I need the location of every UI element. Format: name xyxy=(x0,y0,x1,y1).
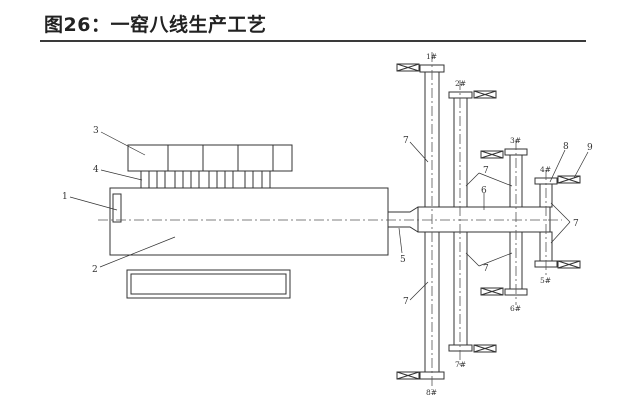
label-5: 5 xyxy=(400,255,406,265)
label-2: 2 xyxy=(92,265,98,275)
label-9: 9 xyxy=(587,143,593,153)
label-7-upper-left: 7 xyxy=(403,136,409,146)
line-tag-4: 4# xyxy=(540,165,551,174)
label-3: 3 xyxy=(93,126,99,136)
line-tag-6: 6# xyxy=(510,304,521,313)
feeder-group xyxy=(140,170,271,189)
line-tag-1: 1# xyxy=(426,52,437,61)
kiln-body xyxy=(109,187,389,256)
label-8: 8 xyxy=(563,142,569,152)
kiln-neck-lower xyxy=(388,226,419,233)
forehearth-2 xyxy=(453,97,468,208)
label-7-right: 7 xyxy=(573,219,579,229)
label-7-lower-mid: 7 xyxy=(483,264,489,274)
line-tag-7: 7# xyxy=(455,360,466,369)
label-4: 4 xyxy=(93,165,99,175)
kiln-end-cap xyxy=(112,193,122,223)
label-1: 1 xyxy=(62,192,68,202)
forehearth-7 xyxy=(453,231,468,346)
label-7-lower-left: 7 xyxy=(403,297,409,307)
label-7-upper-mid: 7 xyxy=(483,166,489,176)
line-tag-8: 8# xyxy=(426,388,437,397)
kiln-neck xyxy=(388,206,419,213)
line-tag-3: 3# xyxy=(510,136,521,145)
regenerator xyxy=(126,269,291,299)
line-tag-2: 2# xyxy=(455,79,466,88)
label-6: 6 xyxy=(481,186,487,196)
title-underline xyxy=(40,40,586,42)
batch-bin-group xyxy=(127,144,293,172)
figure-title: 图26：一窑八线生产工艺 xyxy=(44,14,267,36)
line-tag-5: 5# xyxy=(540,276,551,285)
distribution-channel xyxy=(417,206,551,233)
lehr-group xyxy=(396,63,581,380)
